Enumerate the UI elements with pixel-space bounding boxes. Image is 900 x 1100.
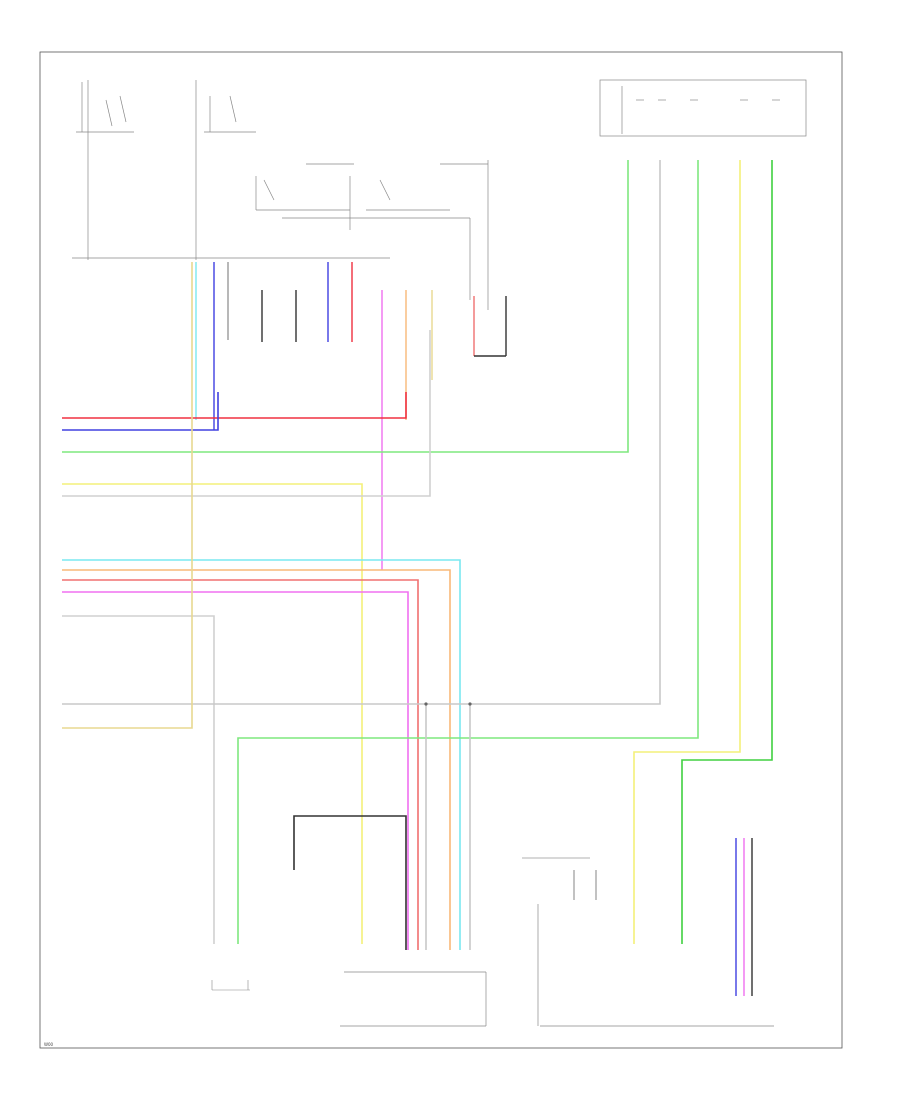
wire-light-green (62, 160, 629, 453)
wire-green-right (681, 160, 773, 944)
wire-light-blue (62, 559, 461, 950)
relay-block-top-right (599, 79, 807, 137)
switch-area-left (72, 80, 489, 310)
ground-sensor (211, 980, 250, 991)
wire-orange (62, 569, 451, 950)
wires (62, 160, 773, 950)
wire-gray-2 (62, 160, 661, 705)
wire-pink (62, 591, 409, 950)
junction-dots (424, 702, 472, 706)
wire-tan (62, 262, 193, 729)
wire-gray-1 (62, 615, 215, 944)
wire-yellow-lower (633, 160, 741, 944)
combination-meter (522, 838, 774, 1027)
connector-stubs (195, 262, 507, 570)
wire-blue (62, 392, 219, 431)
wire-green-lower (237, 160, 699, 944)
wire-salmon (62, 579, 419, 950)
diagram-frame (39, 51, 843, 1049)
wire-yellow (62, 483, 363, 944)
wire-red (62, 392, 407, 419)
wire-white (62, 330, 431, 497)
black-loop (293, 815, 407, 950)
footer-id: W00 (44, 1042, 54, 1047)
center-unit-block (340, 971, 487, 1027)
